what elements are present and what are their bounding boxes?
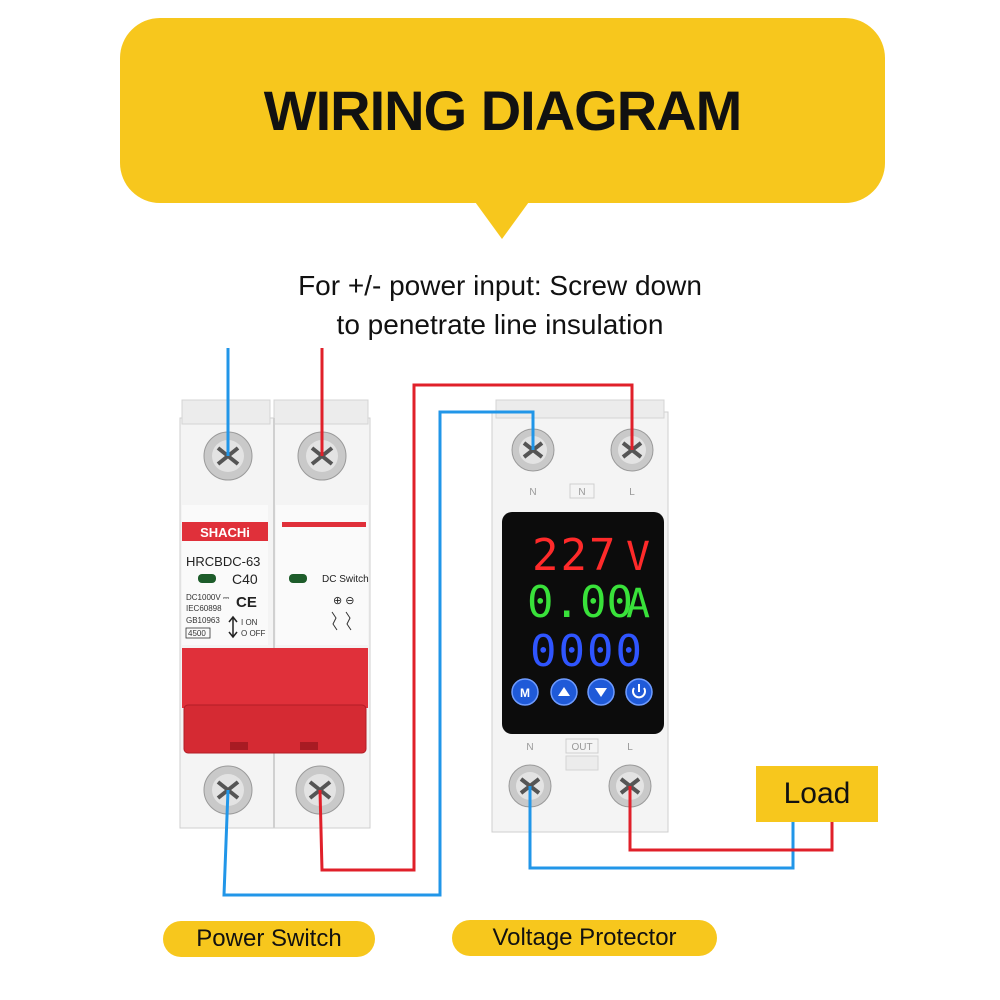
instruction-line-2: to penetrate line insulation — [336, 309, 664, 340]
brand-strip — [182, 522, 268, 541]
voltage-protector: N N L 227 V 0.00 A 0000 M N OUT — [491, 399, 669, 833]
capacity-box — [185, 627, 211, 639]
current-unit: A — [626, 581, 650, 627]
voltage-reading: 227 — [532, 530, 617, 581]
on-label: I ON — [241, 618, 258, 627]
down-button[interactable] — [587, 678, 615, 706]
terminal-label-bottom: N — [526, 742, 533, 753]
terminal-label-top: N — [578, 487, 585, 498]
down-arrow-icon — [595, 688, 607, 697]
circuit-breaker: SHACHi HRCBDC-63 C40 DC1000V ⎓ CE IEC608… — [179, 399, 371, 829]
mode-button[interactable]: M — [511, 678, 539, 706]
title-banner-tail — [470, 195, 534, 239]
breaker-capacity: 4500 — [188, 629, 206, 638]
protector-to-load-neutral-wire — [528, 786, 795, 870]
switch-strip — [282, 522, 366, 527]
breaker-handle-upper — [182, 648, 368, 708]
switch-indicator-window — [289, 574, 307, 583]
instruction-line-1: For +/- power input: Screw down — [298, 270, 702, 301]
voltage-protector-label: Voltage Protector — [452, 920, 717, 956]
terminal-label-top: N — [529, 487, 536, 498]
breaker-brand: SHACHi — [200, 525, 250, 540]
terminal-label-top: L — [629, 487, 635, 498]
terminal-label-bottom: OUT — [571, 742, 592, 753]
power-switch-label: Power Switch — [163, 921, 375, 957]
power-icon — [632, 687, 646, 699]
breaker-handle[interactable] — [183, 704, 367, 754]
current-reading: 0.00 — [527, 577, 633, 628]
breaker-rating: C40 — [232, 571, 258, 587]
breaker-spec-3: GB10963 — [186, 616, 220, 625]
mode-button-label: M — [520, 686, 530, 700]
instruction-note: For +/- power input: Screw down to penet… — [200, 266, 800, 344]
up-button[interactable] — [550, 678, 578, 706]
breaker-top-ridge-1 — [181, 399, 271, 425]
power-reading: 0000 — [530, 626, 644, 677]
indicator-window — [198, 574, 216, 583]
breaker-spec-1: DC1000V ⎓ — [186, 593, 230, 602]
terminal-label-bottom: L — [627, 742, 633, 753]
title-banner — [120, 18, 885, 203]
off-label: O OFF — [241, 629, 266, 638]
page-title: WIRING DIAGRAM — [263, 79, 743, 142]
ce-mark: CE — [236, 594, 257, 611]
lcd-display — [502, 512, 664, 734]
load-label: Load — [756, 766, 878, 822]
breaker-to-protector-neutral-wire — [222, 410, 535, 897]
on-off-arrow-icon — [228, 615, 238, 639]
polarity-label: ⊕ ⊖ — [333, 595, 355, 607]
contact-symbol-icon — [331, 611, 352, 631]
breaker-spec-2: IEC60898 — [186, 604, 222, 613]
wires — [222, 348, 834, 897]
protector-to-load-live-wire — [628, 786, 834, 852]
breaker-to-protector-live-wire — [318, 383, 634, 872]
switch-label: DC Switch — [322, 574, 369, 585]
breaker-model: HRCBDC-63 — [186, 554, 260, 569]
voltage-unit: V — [626, 534, 650, 580]
power-button[interactable] — [625, 678, 653, 706]
up-arrow-icon — [558, 687, 570, 696]
